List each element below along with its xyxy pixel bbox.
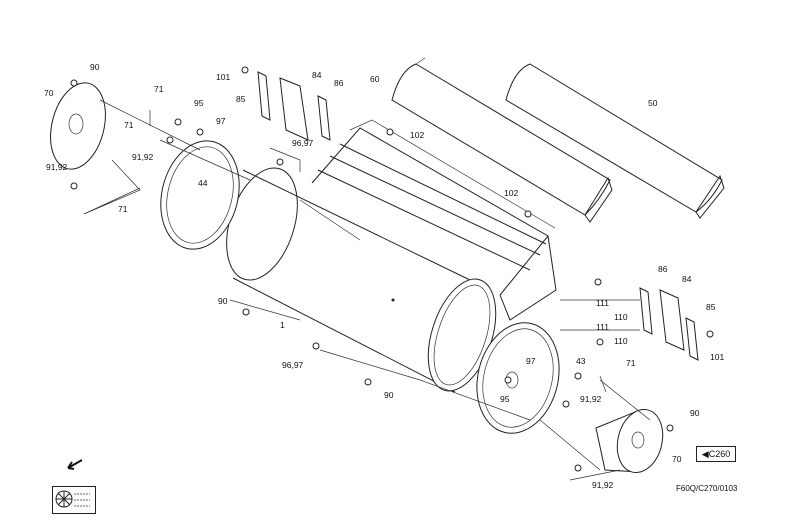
callout-50: 50 xyxy=(648,98,658,108)
callout-102: 102 xyxy=(410,130,424,140)
callout-43: 43 xyxy=(576,356,586,366)
drawing-number: F60Q/C270/0103 xyxy=(676,484,738,493)
reference-link-button[interactable]: ◀C260 xyxy=(696,446,736,462)
callout-70: 70 xyxy=(672,454,682,464)
callout-1: 1 xyxy=(280,320,285,330)
ring-44 xyxy=(160,140,240,250)
callout-110: 110 xyxy=(614,336,628,346)
cover-50 xyxy=(505,63,725,219)
callout-111: 111 xyxy=(596,322,609,332)
callout-95: 95 xyxy=(500,394,510,404)
callout-91-92: 91,92 xyxy=(132,152,154,162)
callout-84: 84 xyxy=(682,274,692,284)
callout-90: 90 xyxy=(218,296,228,306)
callout-86: 86 xyxy=(334,78,344,88)
callout-95: 95 xyxy=(194,98,204,108)
callout-91-92: 91,92 xyxy=(580,394,602,404)
callout-86: 86 xyxy=(658,264,668,274)
callout-44: 44 xyxy=(198,178,208,188)
leader-lines xyxy=(83,99,651,481)
callout-97: 97 xyxy=(526,356,536,366)
legend-box xyxy=(52,486,96,514)
reference-arrow-icon: ◀ xyxy=(701,449,709,459)
reference-label: C260 xyxy=(708,449,731,459)
legend-fan-icon xyxy=(55,490,90,508)
callout-70: 70 xyxy=(44,88,54,98)
direction-arrow-icon xyxy=(67,459,83,470)
fasteners xyxy=(70,66,714,472)
callout-90: 90 xyxy=(690,408,700,418)
callout-91-92: 91,92 xyxy=(592,480,614,490)
callout-90: 90 xyxy=(90,62,100,72)
callout-84: 84 xyxy=(312,70,322,80)
end-plate-70-right xyxy=(595,408,664,474)
cover-60 xyxy=(391,57,613,223)
callout-96-97: 96,97 xyxy=(292,138,314,148)
ring-right xyxy=(476,322,560,434)
callout-71: 71 xyxy=(124,120,134,130)
callout-60: 60 xyxy=(370,74,380,84)
callout-101: 101 xyxy=(216,72,230,82)
callout-111: 111 xyxy=(596,298,609,308)
callout-labels: 90 70 71 71 95 97 91,92 91,92 44 71 101 … xyxy=(44,62,724,490)
callout-85: 85 xyxy=(706,302,716,312)
callout-71: 71 xyxy=(626,358,636,368)
callout-71: 71 xyxy=(118,204,128,214)
callout-110: 110 xyxy=(614,312,628,322)
upper-housing xyxy=(269,119,557,321)
callout-102: 102 xyxy=(504,188,518,198)
callout-96-97: 96,97 xyxy=(282,360,304,370)
end-plate-70-left xyxy=(50,82,106,170)
main-drum xyxy=(226,167,497,393)
brackets xyxy=(149,71,699,393)
callout-101: 101 xyxy=(710,352,724,362)
callout-90: 90 xyxy=(384,390,394,400)
callout-97: 97 xyxy=(216,116,226,126)
callout-85: 85 xyxy=(236,94,246,104)
callout-71: 71 xyxy=(154,84,164,94)
callout-91-92: 91,92 xyxy=(46,162,68,172)
